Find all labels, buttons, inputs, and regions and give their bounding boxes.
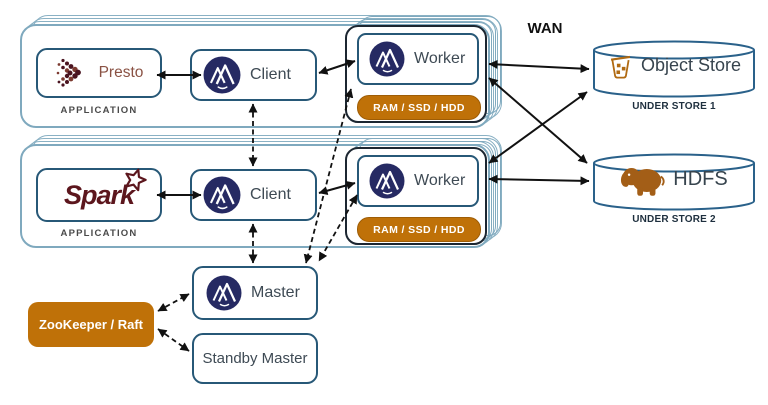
worker-label-1: Worker <box>414 50 466 67</box>
client-box-2: Client <box>190 169 317 221</box>
application-caption-2: APPLICATION <box>60 228 138 239</box>
worker-storage-pill-2: RAM / SSD / HDD <box>357 217 481 242</box>
dashed-zookeeper-master <box>157 293 190 312</box>
worker-box-1: Worker <box>357 33 479 85</box>
alluxio-logo-icon <box>206 275 242 311</box>
arrow-worker1-hdfs <box>488 77 588 164</box>
worker-storage-label-2: RAM / SSD / HDD <box>373 223 465 236</box>
object-store-label: Object Store <box>640 55 742 75</box>
presto-dots-icon <box>56 58 81 87</box>
hdfs-cylinder: HDFS <box>592 153 756 211</box>
master-label: Master <box>251 284 300 301</box>
cylinder-shape <box>593 40 755 98</box>
arrow-worker2-objectstore <box>488 91 588 164</box>
zookeeper-raft-label: ZooKeeper / Raft <box>38 317 143 332</box>
hdfs-label: HDFS <box>673 168 728 190</box>
standby-master-box: Standby Master <box>192 333 318 384</box>
alluxio-logo-icon <box>203 56 241 94</box>
standby-master-label: Standby Master <box>202 350 308 367</box>
spark-star-icon <box>125 168 147 191</box>
client-label-2: Client <box>250 186 291 203</box>
under-store-1-caption: UNDER STORE 1 <box>632 101 716 112</box>
spark-app-box: Spark <box>36 168 162 222</box>
client-label-1: Client <box>250 66 291 83</box>
worker-storage-pill-1: RAM / SSD / HDD <box>357 95 481 120</box>
master-box: Master <box>192 266 318 320</box>
arrow-worker1-objectstore <box>488 59 590 74</box>
under-store-2-caption: UNDER STORE 2 <box>632 214 716 225</box>
object-store-cylinder: Object Store <box>592 40 756 98</box>
alluxio-logo-icon <box>369 41 405 77</box>
worker-storage-label-1: RAM / SSD / HDD <box>373 101 465 114</box>
client-box-1: Client <box>190 49 317 101</box>
worker-box-2: Worker <box>357 155 479 207</box>
wan-label: WAN <box>527 20 563 37</box>
worker-label-2: Worker <box>414 172 466 189</box>
alluxio-logo-icon <box>369 163 405 199</box>
alluxio-logo-icon <box>203 176 241 214</box>
arrow-worker2-hdfs <box>488 174 590 186</box>
presto-app-box: Presto <box>36 48 162 98</box>
presto-app-label: Presto <box>98 64 144 81</box>
hadoop-elephant-icon <box>621 168 665 196</box>
object-store-bucket-icon <box>610 55 631 79</box>
dashed-zookeeper-standby <box>157 328 190 352</box>
application-caption-1: APPLICATION <box>60 105 138 116</box>
zookeeper-raft-box: ZooKeeper / Raft <box>28 302 154 347</box>
spark-app-label: Spark <box>63 179 135 210</box>
